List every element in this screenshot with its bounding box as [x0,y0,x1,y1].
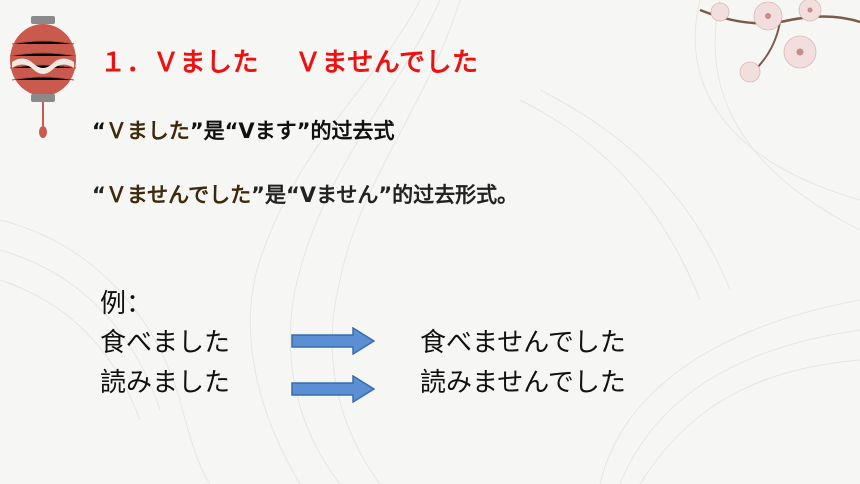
title-part-negative: Ｖませんでした [295,48,479,78]
cherry-blossom-branch-icon [699,0,860,83]
description-line-2: “Ｖませんでした”是“Vません”的过去形式。 [92,179,518,209]
tail-text: ”的过去式 [296,119,395,143]
open-quote: “ [92,119,106,143]
right-arrow-icon [291,375,375,403]
base-form-masen: Vません [299,183,379,207]
example-label: 例： [100,289,153,319]
connector-text: ”是“ [189,119,239,143]
slide-title: １．Ｖました Ｖませんでした [100,42,478,79]
title-part-affirmative: Ｖました [153,48,260,78]
description-line-1: “Ｖました”是“Vます”的过去式 [92,115,395,145]
term-mashita: Ｖました [105,119,190,143]
open-quote: “ [92,183,106,207]
connector-text: ”是“ [251,183,300,207]
example-affirmative-1: 食べました [100,328,231,358]
right-arrow-icon [291,327,375,355]
example-negative-1: 食べませんでした [420,328,626,358]
example-negative-2: 読みませんでした [420,368,626,398]
example-affirmative-2: 読みました [100,368,231,398]
title-number: １． [100,48,154,78]
base-form-masu: Vます [238,119,297,143]
term-masendeshita: Ｖませんでした [105,183,252,207]
paper-lantern-icon [9,16,77,138]
tail-text: ”的过去形式。 [378,183,519,207]
